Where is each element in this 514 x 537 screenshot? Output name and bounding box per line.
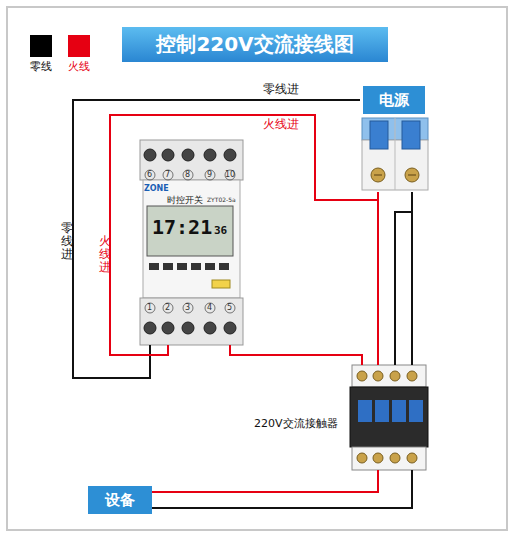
contactor-symbol xyxy=(350,365,428,470)
wire xyxy=(411,192,413,365)
node-text: 电源 xyxy=(363,86,425,114)
terminal-number: 1 xyxy=(147,303,152,312)
diagram-title: 控制220V交流接线图 xyxy=(122,27,388,62)
title-band xyxy=(122,27,388,62)
wire-label: 零线进 xyxy=(262,83,300,97)
vertical-label: 零线进 xyxy=(61,222,73,262)
node-text: 17:21 xyxy=(152,216,212,239)
wire xyxy=(110,115,378,355)
node-text: ZYT02-5a xyxy=(207,197,236,204)
device-box: 设备 xyxy=(88,486,152,514)
wire xyxy=(377,192,379,365)
wire xyxy=(230,345,362,365)
terminal-number: 10 xyxy=(225,170,235,179)
breaker-symbol xyxy=(362,118,428,190)
node-text: ZONE xyxy=(144,184,169,193)
terminal-number: 5 xyxy=(227,303,232,312)
wire xyxy=(152,470,378,492)
node-text: 设备 xyxy=(88,486,152,514)
terminal-number: 9 xyxy=(207,170,212,179)
wire xyxy=(152,470,412,508)
power-breaker: 电源 xyxy=(360,86,430,192)
terminal-number: 4 xyxy=(207,303,212,312)
terminal-number: 6 xyxy=(147,170,152,179)
node-text: 36 xyxy=(214,225,227,238)
frame xyxy=(7,7,507,530)
terminal-number: 2 xyxy=(165,303,170,312)
timer-switch-symbol xyxy=(140,140,243,345)
ac-contactor: 220V交流接触器 xyxy=(350,365,428,470)
node-text: 220V交流接触器 xyxy=(254,418,338,431)
terminal-number: 3 xyxy=(185,303,190,312)
node-text: 时控开关 xyxy=(167,195,203,205)
vertical-label: 火线进 xyxy=(99,235,111,275)
terminal-number: 8 xyxy=(185,170,190,179)
legend-text: 火线 xyxy=(64,61,94,74)
wire xyxy=(73,100,360,378)
legend-swatch xyxy=(68,35,90,57)
legend-text: 零线 xyxy=(26,61,56,74)
terminal-number: 7 xyxy=(165,170,170,179)
wire-label: 火线进 xyxy=(262,118,300,132)
legend-swatch xyxy=(30,35,52,57)
wire xyxy=(395,192,412,365)
